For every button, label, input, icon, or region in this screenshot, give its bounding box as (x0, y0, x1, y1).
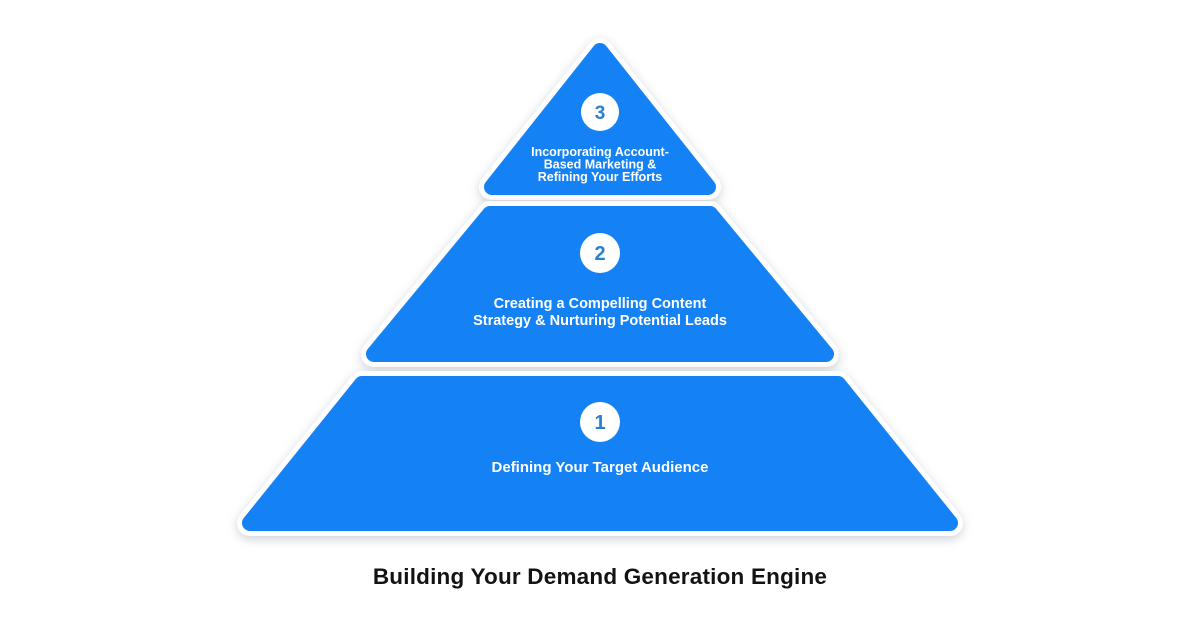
level-1-number-badge (580, 402, 620, 442)
level-1-number: 1 (594, 412, 605, 434)
level-2-shape (366, 206, 834, 362)
diagram-title: Building Your Demand Generation Engine (372, 564, 828, 589)
level-3-number: 3 (595, 103, 606, 124)
level-3-label-line3: Refining Your Efforts (538, 170, 663, 184)
level-1-shape (242, 376, 958, 531)
pyramid-level-2: 2 Creating a Compelling Content Strategy… (361, 201, 839, 367)
level-2-number: 2 (594, 243, 605, 265)
pyramid-level-1: 1 Defining Your Target Audience (237, 371, 963, 536)
level-3-label-line1: Incorporating Account- (531, 145, 669, 159)
pyramid-level-3: 3 Incorporating Account- Based Marketing… (479, 38, 721, 200)
level-2-label-line1: Creating a Compelling Content (494, 296, 707, 312)
level-2-label-line2: Strategy & Nurturing Potential Leads (473, 313, 727, 329)
level-2-number-badge (580, 233, 620, 273)
level-3-label-line2: Based Marketing & (544, 158, 657, 172)
level-3-number-badge (581, 93, 619, 131)
level-1-label-line1: Defining Your Target Audience (492, 459, 709, 476)
